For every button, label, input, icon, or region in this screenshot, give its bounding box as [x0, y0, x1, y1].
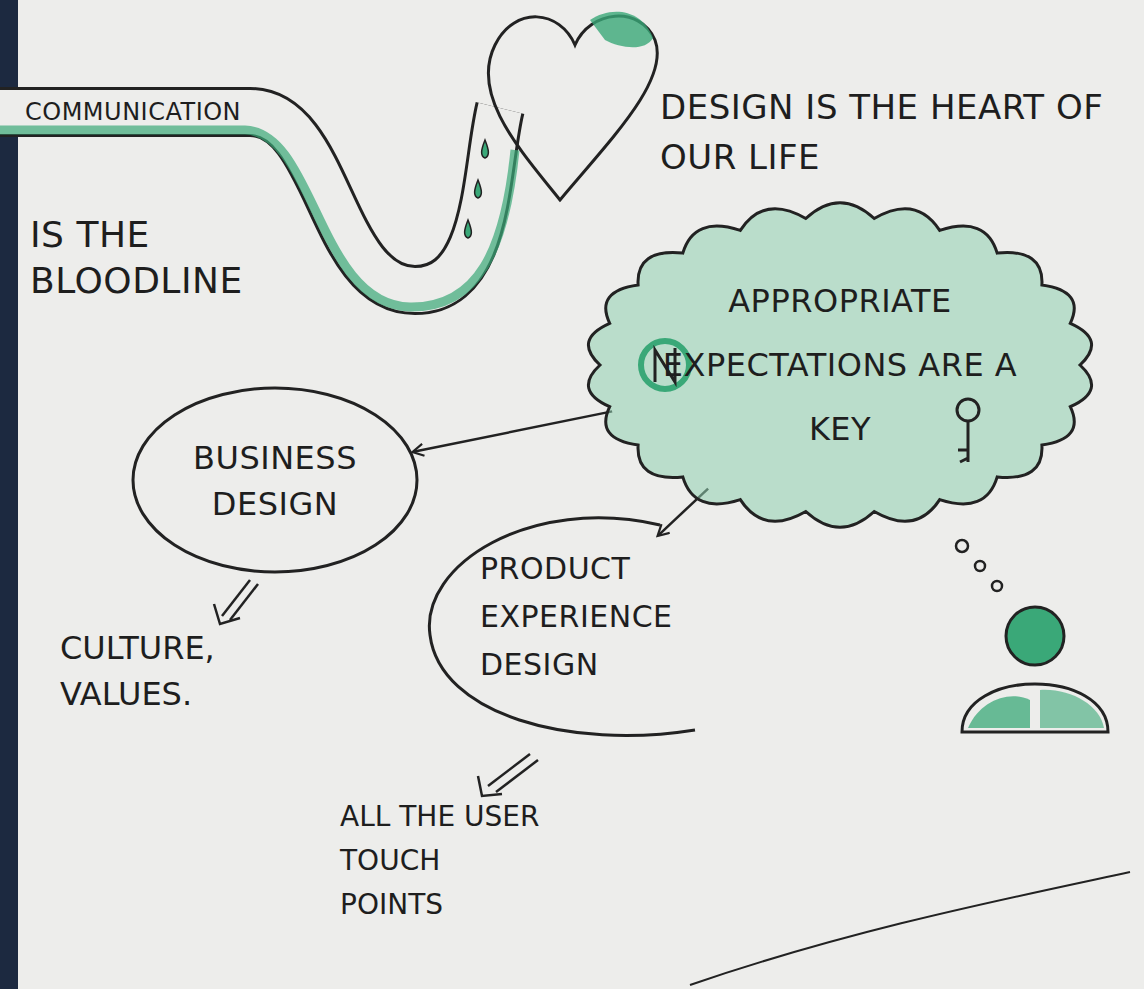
sketch-node: DESIGN IS THE HEART OF OUR LIFE	[470, 0, 1130, 220]
node-text: IS THE BLOODLINE	[30, 212, 280, 304]
note-label: CULTURE, VALUES.	[60, 625, 290, 717]
node-text: DESIGN IS THE HEART OF OUR LIFE	[660, 82, 1110, 182]
sketch-node: APPROPRIATE EXPECTATIONS ARE A KEY	[580, 200, 1100, 530]
node-text: APPROPRIATE EXPECTATIONS ARE A KEY	[660, 269, 1020, 461]
pen-stroke	[690, 872, 1130, 985]
leader-arrow	[478, 754, 538, 796]
sketch-node: BUSINESS DESIGN	[130, 385, 420, 575]
note-label: ALL THE USER TOUCH POINTS	[340, 795, 540, 927]
leader-arrow	[214, 580, 258, 624]
node-text: COMMUNICATION	[25, 96, 260, 128]
thought-bubble	[956, 540, 968, 552]
connector-arrow	[414, 411, 613, 451]
node-text: BUSINESS DESIGN	[165, 435, 385, 527]
page-edge	[0, 0, 18, 989]
thought-bubble	[975, 561, 985, 571]
node-text: PRODUCT EXPERIENCE DESIGN	[480, 545, 705, 689]
thought-bubble	[992, 581, 1002, 591]
sketch-node: COMMUNICATION IS THE BLOODLINE	[0, 0, 560, 340]
sketch-node: PRODUCT EXPERIENCE DESIGN	[410, 505, 710, 750]
person-icon	[962, 607, 1108, 732]
node-outline	[130, 385, 420, 575]
